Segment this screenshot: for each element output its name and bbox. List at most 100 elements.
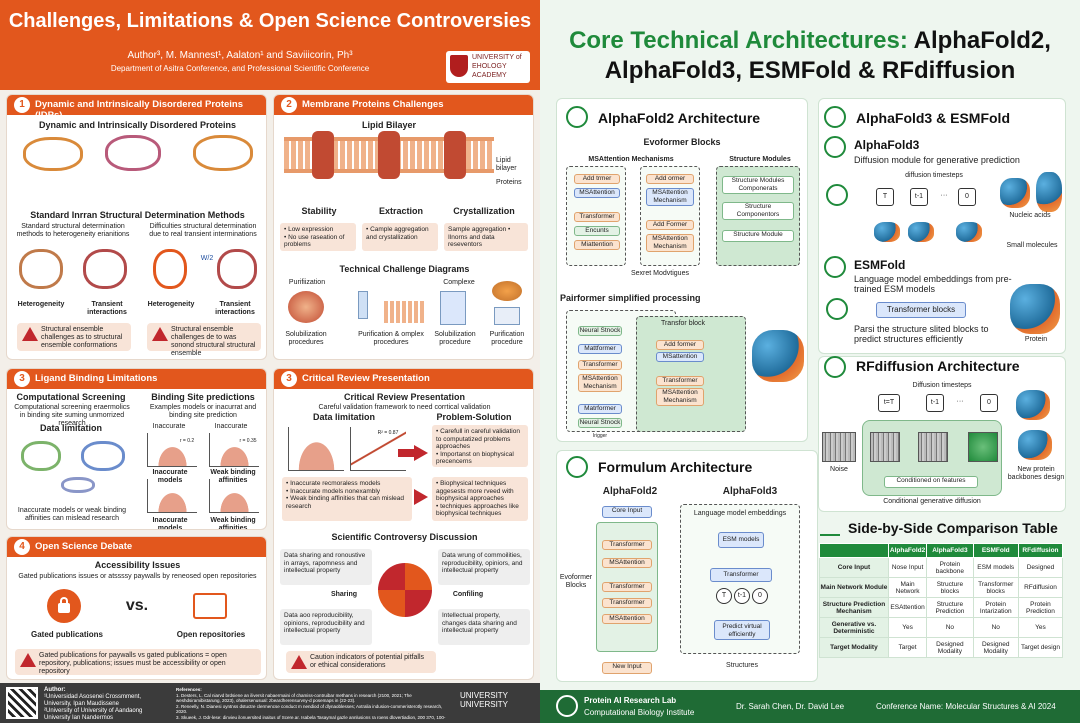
right-poster: Core Technical Architectures: AlphaFold2… — [540, 0, 1080, 723]
timestep: 0 — [958, 188, 976, 206]
inaccurate-label: Inaccurate — [214, 423, 248, 430]
esm-models: ESM models — [718, 532, 764, 548]
comp-screening-title: Computational Screening — [16, 392, 126, 402]
histogram-plot — [147, 479, 197, 513]
arrow-right-icon — [414, 489, 428, 505]
w2-label: W/2 — [200, 255, 214, 262]
protein-blob — [23, 137, 83, 171]
noise-label: Noise — [830, 466, 848, 473]
block: MSAttention Mechanism — [646, 188, 694, 206]
block: Add ormer — [646, 174, 694, 184]
block: Matrformer — [578, 404, 622, 414]
r-value: r = 0.35 — [239, 438, 257, 444]
data-limitation-label: Data limitation — [39, 423, 102, 433]
inaccurate-models-label: Inaccurate models — [152, 517, 188, 530]
left-title: Challenges, Limitations & Open Science C… — [8, 10, 532, 32]
left-poster: Challenges, Limitations & Open Science C… — [0, 0, 540, 723]
esmfold-desc: Language model embeddings from pre-train… — [854, 274, 1012, 294]
esmfold-caption: Parsi the structure slited blocks to pre… — [854, 324, 989, 344]
histogram-plot — [209, 433, 259, 467]
table-header: AlphaFold3 — [926, 543, 974, 558]
diagram-title: Technical Challenge Diagrams — [339, 264, 470, 274]
bilayer-title: Lipid Bilayer — [361, 120, 416, 130]
footer-univ-logo: UNIVERSITY UNIVERSITY — [460, 691, 509, 709]
nucleic-acids-label: Nucleic acids — [1009, 212, 1051, 219]
formulum-heading: Formulum Architecture — [598, 459, 753, 475]
gated-label: Gated publications — [30, 630, 103, 639]
controversy-title: Scientific Controversy Discussion — [331, 532, 478, 542]
inaccurate-label: Inaccurate — [152, 423, 186, 430]
block: MSAttention — [602, 558, 652, 568]
warning-icon — [291, 655, 307, 669]
left-footer: Author:¹Universidad Asosenei Crossmment,… — [0, 683, 540, 723]
warning-box: Structural ensemble challenges de to was… — [147, 323, 261, 357]
af3-label: AlphaFold3 — [722, 486, 778, 497]
protein-image — [956, 222, 982, 242]
right-title: Core Technical Architectures: AlphaFold2… — [569, 27, 1051, 84]
small-molecules-label: Small molecules — [1006, 242, 1058, 249]
methods-title: Standard Inrran Structural Determination… — [30, 210, 245, 220]
protein-image — [1000, 178, 1030, 208]
noise-image — [870, 432, 900, 462]
network-icon — [566, 106, 588, 128]
protein-blob — [153, 249, 187, 289]
protein-blob — [81, 441, 125, 471]
vs-label: vs. — [125, 597, 149, 614]
institute-name: Computational Biology Institute — [584, 708, 695, 717]
predict-block: Predict virtual efficiently — [714, 620, 770, 640]
af3-heading: AlphaFold3 & ESMFold — [856, 110, 1010, 126]
table-header: RFdiffusion — [1017, 543, 1064, 558]
cgd-label: Conditional generative diffusion — [883, 498, 981, 505]
protein-label: Protein — [1024, 336, 1048, 343]
timesteps-label: diffusion timesteps — [905, 172, 963, 179]
evoformer-label: Evoformer Blocks — [643, 137, 721, 147]
step-label: Purification & omplex procedures — [358, 331, 424, 346]
protein-emerging-image — [968, 432, 998, 462]
block: MSAttention — [602, 614, 652, 624]
method-col2: Difficulties structural determination du… — [149, 223, 257, 238]
density-plot — [288, 427, 344, 471]
network-icon — [824, 256, 846, 278]
warning-icon — [152, 327, 168, 341]
transformer-block: Transformer — [710, 568, 772, 582]
warning-box: Gated publications for paywalls vs gated… — [15, 649, 261, 675]
purification-label: Purifiization — [288, 279, 326, 286]
network-icon — [826, 298, 848, 320]
stability-issues: • Low expression • No use raseation of p… — [280, 223, 356, 251]
block: Transformer — [602, 582, 652, 592]
network-icon — [824, 136, 846, 158]
block: MSAttention Mechanism — [646, 234, 694, 252]
qr-code-icon — [6, 687, 38, 719]
protein-image — [1016, 390, 1050, 420]
r-value: r = 0.2 — [179, 438, 195, 444]
dots: ··· — [956, 398, 964, 405]
comp-screening-sub: Computational screening eraermolics in b… — [14, 404, 130, 427]
network-icon — [824, 106, 846, 128]
block: MSAttention — [574, 188, 620, 198]
membrane-protein — [312, 131, 334, 179]
block: Neural Stnock — [578, 418, 622, 428]
solution-box: • Carefull in careful validation to comp… — [432, 425, 528, 467]
protein-blob — [105, 135, 161, 171]
protein-image — [874, 222, 900, 242]
timestep: t=T — [878, 394, 900, 412]
quadrant-text: Intellectual property, changes data shar… — [438, 609, 530, 645]
label-transient: Transient interactions — [215, 301, 255, 316]
extraction-issues: • Cample aggregation and crystallization — [362, 223, 438, 251]
block: Miattention — [574, 240, 620, 250]
network-icon — [824, 356, 846, 378]
vesicle-graphic — [288, 291, 324, 323]
evoformer-label: Evoformer Blocks — [559, 574, 593, 589]
open-label: Open repositories — [176, 630, 246, 639]
membrane-protein — [444, 131, 466, 179]
network-icon — [566, 456, 588, 478]
